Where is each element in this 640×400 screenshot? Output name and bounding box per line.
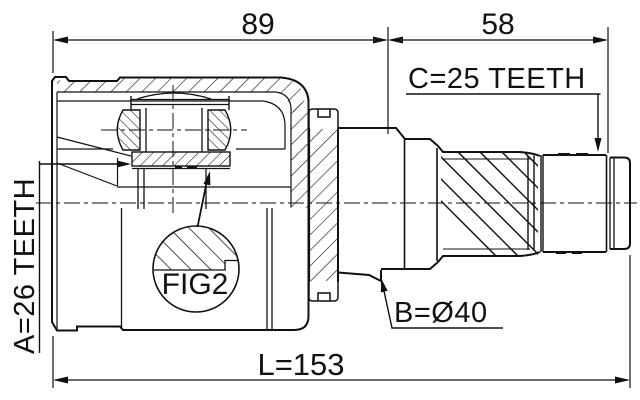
c-teeth-leader <box>406 93 601 139</box>
fig2-hatch-region <box>153 226 239 270</box>
boot-groove-tab-bottom <box>308 282 339 302</box>
housing-lower-face-lines <box>120 208 273 329</box>
helical-section-outline <box>437 145 541 263</box>
helical-spline-lines <box>441 153 538 255</box>
housing-interior-lines <box>56 91 292 330</box>
housing-flange-hatch <box>310 129 337 281</box>
shaft-end-cap <box>610 156 631 250</box>
drive-shaft <box>337 127 631 283</box>
b-diameter-arrowhead <box>380 278 388 293</box>
cv-joint-housing <box>51 76 339 332</box>
housing-top-wall-hatch <box>57 78 305 112</box>
c-teeth-text: C=25 TEETH <box>408 63 586 95</box>
label-b-diameter: B=Ø40 <box>380 278 503 329</box>
arrowhead <box>615 376 630 384</box>
fig2-label: FIG2 <box>162 268 229 301</box>
bearing-assembly <box>116 92 232 209</box>
fig2-step-line <box>154 259 239 271</box>
dimension-89: 89 <box>52 8 389 134</box>
label-a-teeth: A=26 TEETH <box>9 160 131 354</box>
arrowhead <box>373 36 388 44</box>
label-c-teeth: C=25 TEETH <box>406 63 602 152</box>
transition-rings <box>527 155 542 252</box>
arrowhead <box>388 36 403 44</box>
inner-race-walls <box>145 108 203 152</box>
shaft-section2-outline <box>381 138 439 270</box>
fig2-leader-arrowhead <box>203 171 211 186</box>
a-teeth-arrowhead <box>117 160 131 168</box>
cage-dome-arc <box>136 92 212 100</box>
b-diameter-leader <box>383 290 503 329</box>
ball-section-right <box>207 109 232 151</box>
dim-89-text: 89 <box>241 8 274 41</box>
a-teeth-text: A=26 TEETH <box>9 178 41 354</box>
housing-outline <box>51 76 310 332</box>
boot-groove-tab-top <box>308 108 339 128</box>
arrowhead <box>593 36 608 44</box>
ball-section-left <box>116 109 141 151</box>
shaft-section1-outline <box>337 127 406 283</box>
arrowhead <box>53 36 68 44</box>
dim-L-text: L=153 <box>257 347 344 382</box>
housing-right-wall-hatch <box>290 103 308 208</box>
spline-end-ticks <box>556 153 588 254</box>
spline-band-hatch <box>131 151 231 167</box>
detail-circle-fig2: FIG2 <box>152 171 240 313</box>
arrowhead <box>53 376 68 384</box>
b-diameter-text: B=Ø40 <box>394 297 488 329</box>
dim-58-text: 58 <box>481 8 514 41</box>
fig2-circle <box>152 225 240 313</box>
dimension-overall-length: L=153 <box>52 255 631 388</box>
dimension-58: 58 <box>388 8 609 153</box>
c-teeth-arrowhead <box>594 138 602 152</box>
fig2-leader-line <box>196 177 209 228</box>
